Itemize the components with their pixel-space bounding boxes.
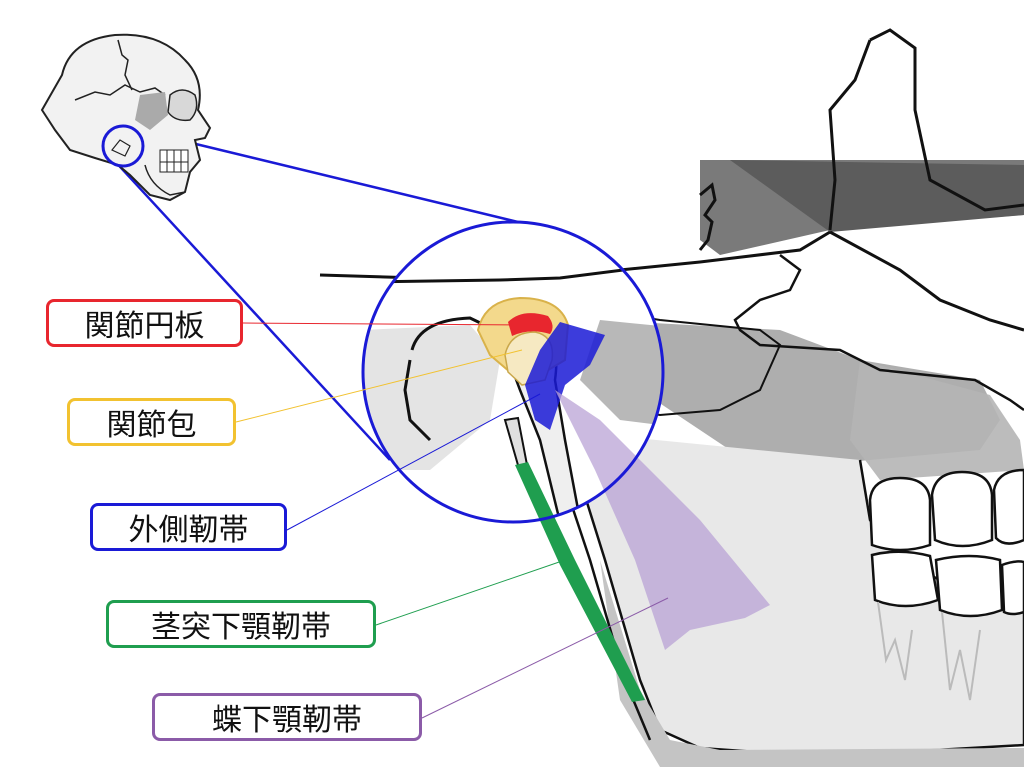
leader-disc — [242, 322, 531, 326]
maxilla-shading — [850, 360, 1024, 480]
label-stylomandibular-ligament: 茎突下顎靭帯 — [106, 600, 376, 648]
thumbnail-teeth — [159, 149, 189, 173]
sphenomandibular-ligament — [555, 390, 770, 650]
suture — [698, 182, 717, 251]
tooth — [870, 550, 940, 608]
lateral-ligament — [525, 322, 605, 430]
label-text: 外側靭帯 — [128, 513, 249, 548]
tooth — [1000, 560, 1024, 616]
leader-lateral — [286, 393, 541, 531]
maxilla-outline — [733, 254, 1024, 412]
label-text: 茎突下顎靭帯 — [151, 610, 331, 645]
label-lateral-ligament: 外側靭帯 — [90, 503, 287, 551]
tooth — [934, 554, 1004, 618]
thumbnail-orbit — [167, 89, 198, 122]
label-articular-disc: 関節円板 — [46, 299, 243, 347]
tooth — [930, 470, 994, 548]
leader-spheno — [421, 597, 669, 719]
frontal-outline — [828, 39, 872, 231]
lower-teeth — [870, 550, 1024, 618]
zygomatic-edge — [599, 309, 782, 417]
tooth-roots — [877, 601, 981, 701]
zoom-circle-outline — [361, 220, 665, 524]
leader-lines — [235, 322, 669, 719]
nasal-outline — [829, 230, 1024, 332]
label-sphenomandibular-ligament: 蝶下顎靭帯 — [152, 693, 422, 741]
stylomandibular-ligament — [515, 462, 645, 702]
skull-thumbnail — [40, 33, 212, 202]
tooth — [992, 468, 1024, 545]
label-text: 関節包 — [106, 408, 197, 443]
thumbnail-zoom-circle — [101, 124, 145, 168]
label-text: 蝶下顎靭帯 — [212, 703, 362, 738]
label-articular-capsule: 関節包 — [67, 398, 236, 446]
zoom-connector — [111, 128, 519, 461]
cranium-shading-dark — [730, 160, 1024, 232]
leader-capsule — [235, 349, 523, 423]
orbit-outline — [869, 28, 1024, 212]
label-text: 関節円板 — [84, 309, 205, 344]
leader-stylo — [375, 559, 566, 626]
articular-disc — [508, 313, 553, 336]
upper-teeth — [868, 468, 1024, 552]
tooth — [868, 476, 932, 552]
